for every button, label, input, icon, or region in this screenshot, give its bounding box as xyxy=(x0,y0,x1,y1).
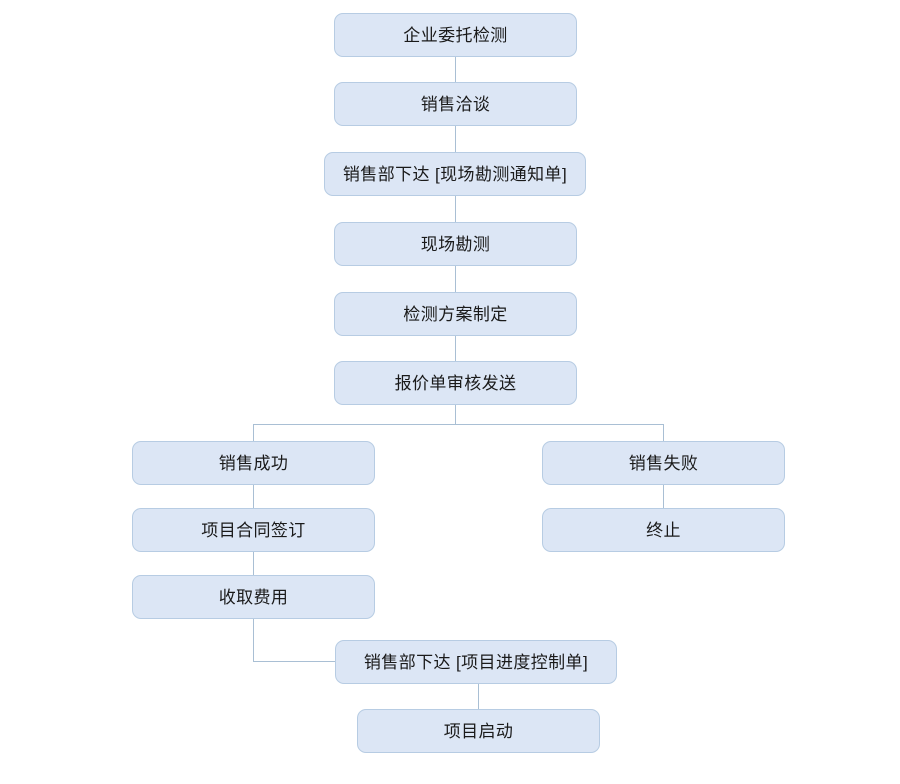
node-project-kickoff[interactable]: 项目启动 xyxy=(357,709,600,753)
connector-n2-n3 xyxy=(455,126,456,152)
connector-n7-n9 xyxy=(253,485,254,508)
connector-n3-n4 xyxy=(455,196,456,222)
connector-split-right-drop xyxy=(663,424,664,441)
connector-n4-n5 xyxy=(455,266,456,292)
node-label: 报价单审核发送 xyxy=(394,373,517,393)
node-sales-dept-issue-progress-control-sheet[interactable]: 销售部下达 [项目进度控制单] xyxy=(335,640,617,684)
node-sales-failure[interactable]: 销售失败 xyxy=(542,441,785,485)
node-sales-dept-issue-survey-notice[interactable]: 销售部下达 [现场勘测通知单] xyxy=(324,152,586,196)
node-collect-fees[interactable]: 收取费用 xyxy=(132,575,375,619)
node-label: 销售成功 xyxy=(218,453,289,473)
connector-split-stem xyxy=(455,405,456,425)
node-label: 企业委托检测 xyxy=(403,25,508,45)
connector-n1-n2 xyxy=(455,57,456,82)
node-terminate[interactable]: 终止 xyxy=(542,508,785,552)
connector-n5-n6 xyxy=(455,336,456,361)
node-label: 销售部下达 [项目进度控制单] xyxy=(363,652,589,672)
node-project-contract-signing[interactable]: 项目合同签订 xyxy=(132,508,375,552)
connector-n11-n12-vertical xyxy=(253,619,254,662)
node-site-survey[interactable]: 现场勘测 xyxy=(334,222,577,266)
node-label: 终止 xyxy=(646,520,681,540)
connector-n12-n13 xyxy=(478,684,479,709)
node-label: 项目合同签订 xyxy=(201,520,306,540)
node-label: 销售失败 xyxy=(628,453,699,473)
node-quotation-review-and-send[interactable]: 报价单审核发送 xyxy=(334,361,577,405)
connector-n8-n10 xyxy=(663,485,664,508)
connector-split-left-drop xyxy=(253,424,254,441)
node-inspection-plan-formulation[interactable]: 检测方案制定 xyxy=(334,292,577,336)
connector-split-bar xyxy=(253,424,664,425)
connector-n11-n12-horizontal xyxy=(253,661,335,662)
node-label: 检测方案制定 xyxy=(403,304,508,324)
node-label: 收取费用 xyxy=(218,587,289,607)
node-label: 现场勘测 xyxy=(420,234,491,254)
node-sales-negotiation[interactable]: 销售洽谈 xyxy=(334,82,577,126)
node-label: 项目启动 xyxy=(443,721,514,741)
connector-n9-n11 xyxy=(253,552,254,575)
node-label: 销售部下达 [现场勘测通知单] xyxy=(342,164,568,184)
node-label: 销售洽谈 xyxy=(420,94,491,114)
node-sales-success[interactable]: 销售成功 xyxy=(132,441,375,485)
node-enterprise-commission-inspection[interactable]: 企业委托检测 xyxy=(334,13,577,57)
